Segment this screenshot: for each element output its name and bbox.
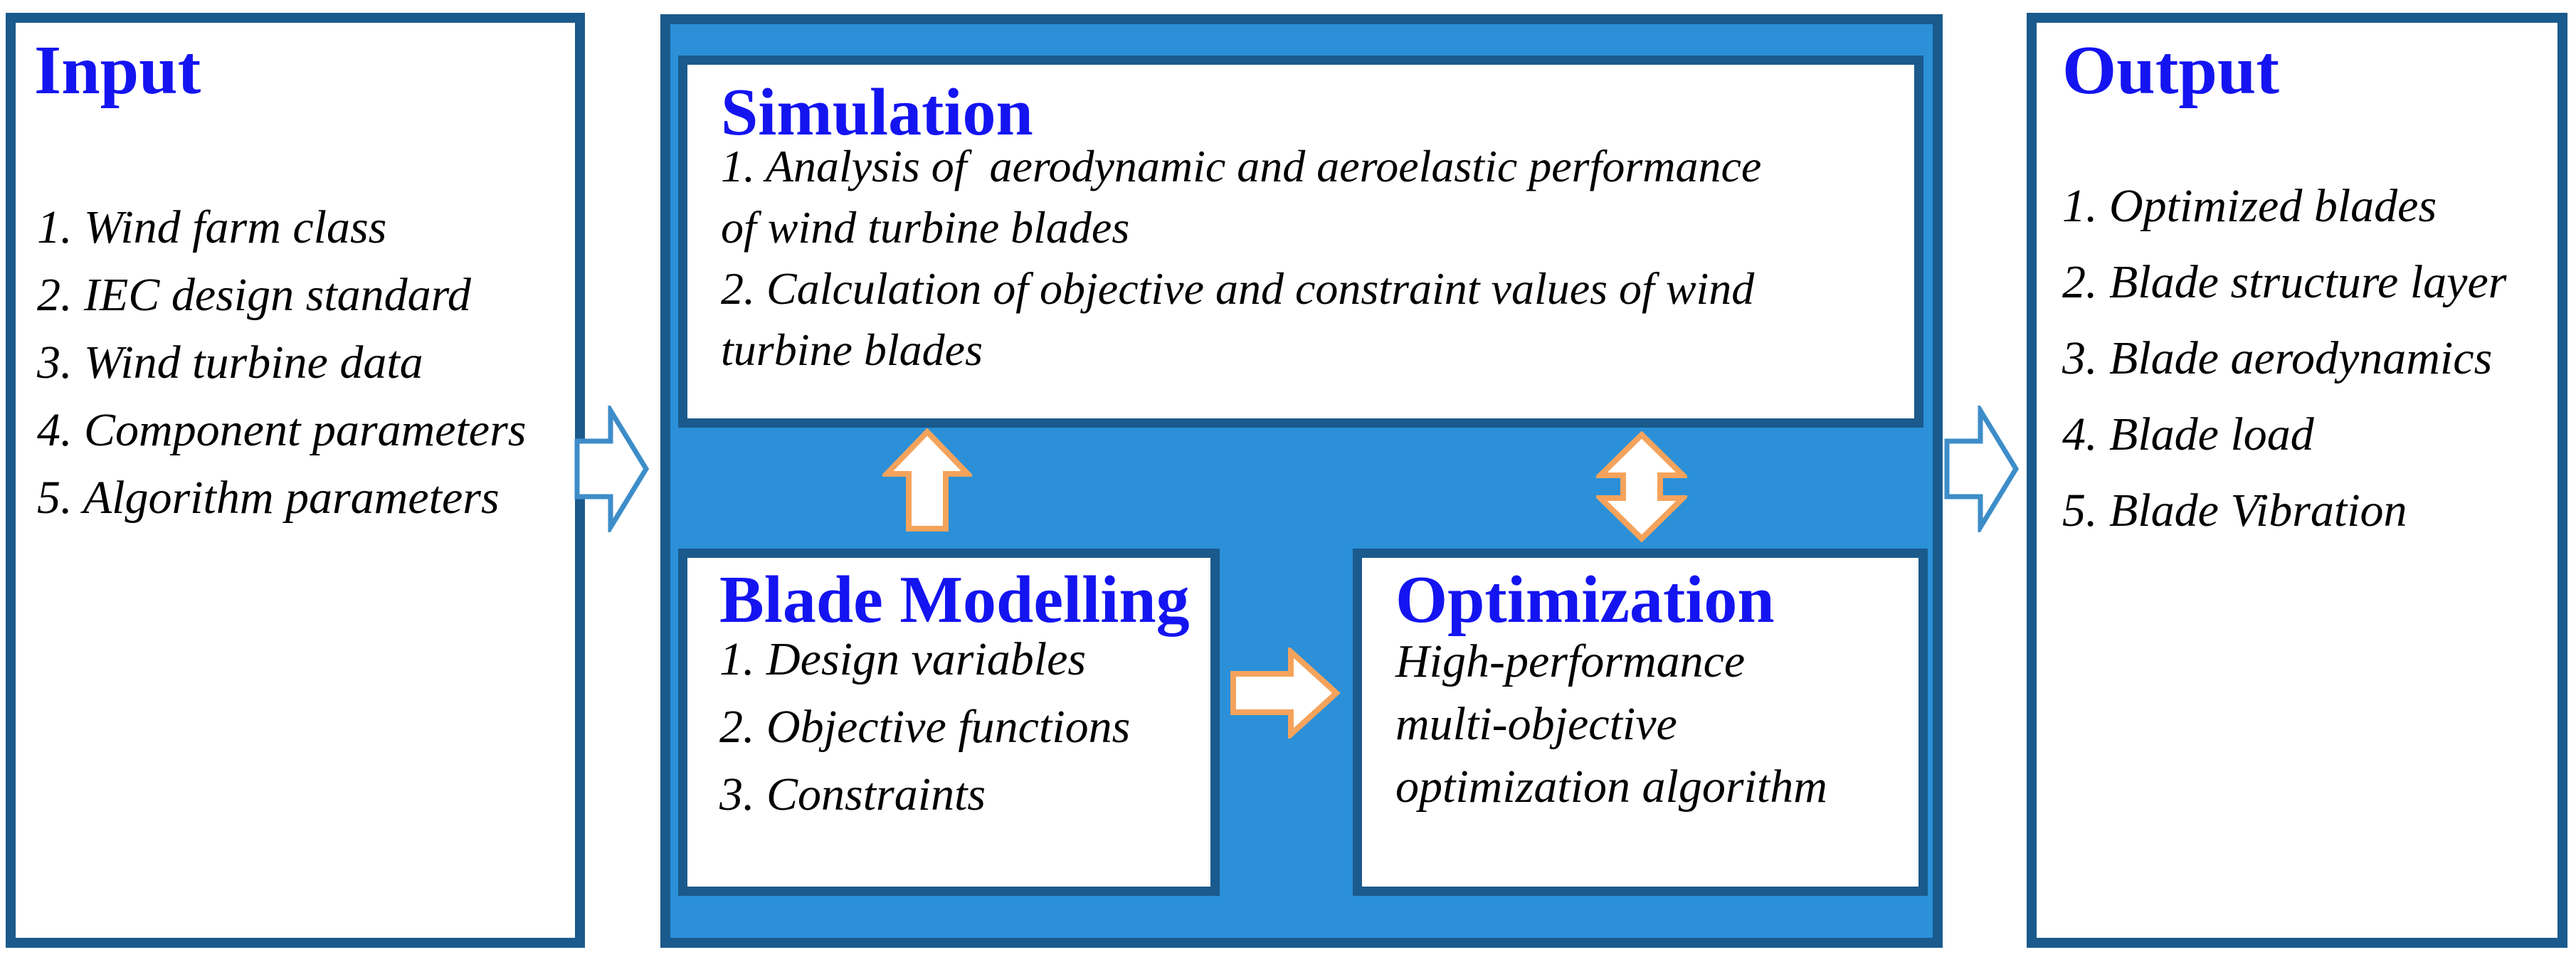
list-item: 1. Wind farm class [37,201,387,253]
flow-arrow-up-icon [882,428,972,532]
text-line: turbine blades [721,324,983,375]
simulation-text: 1. Analysis of aerodynamic and aeroelast… [721,136,1761,381]
process-container: Simulation 1. Analysis of aerodynamic an… [660,14,1943,948]
text-line: multi-objective [1395,698,1677,750]
list-item: 3. Wind turbine data [37,337,423,388]
list-item: 4. Blade load [2062,408,2314,460]
flow-arrow-process-to-output-icon [1943,406,2020,532]
text-line: optimization algorithm [1395,761,1827,813]
input-list: 1. Wind farm class 2. IEC design standar… [37,194,526,532]
flow-arrow-input-to-process-icon [574,406,650,532]
list-item: 5. Algorithm parameters [37,472,500,524]
output-box: Output 1. Optimized blades 2. Blade stru… [2027,13,2567,948]
simulation-title: Simulation [721,75,1033,149]
list-item: 3. Blade aerodynamics [2062,332,2493,384]
optimization-title: Optimization [1395,563,1775,637]
list-item: 5. Blade Vibration [2062,485,2407,536]
optimization-box: Optimization High-performance multi-obje… [1353,549,1928,896]
list-item: 2. Blade structure layer [2062,256,2507,308]
text-line: 1. Analysis of aerodynamic and aeroelast… [721,141,1762,191]
simulation-box: Simulation 1. Analysis of aerodynamic an… [678,56,1923,428]
list-item: 3. Constraints [719,768,986,820]
optimization-text: High-performance multi-objective optimiz… [1395,630,1827,818]
output-list: 1. Optimized blades 2. Blade structure l… [2062,168,2506,549]
blade-modelling-title: Blade Modelling [719,563,1190,637]
blade-modelling-box: Blade Modelling 1. Design variables 2. O… [678,549,1220,896]
blade-modelling-list: 1. Design variables 2. Objective functio… [719,625,1130,828]
input-title: Input [34,32,201,109]
text-line: of wind turbine blades [721,202,1130,253]
text-line: High-performance [1395,635,1746,687]
list-item: 4. Component parameters [37,404,527,456]
list-item: 2. IEC design standard [37,269,471,321]
list-item: 1. Optimized blades [2062,180,2437,232]
text-line: 2. Calculation of objective and constrai… [721,263,1755,314]
output-title: Output [2062,32,2280,109]
list-item: 1. Design variables [719,633,1087,685]
list-item: 2. Objective functions [719,701,1131,753]
flow-arrow-modelling-to-optimization-icon [1230,648,1341,739]
flow-arrow-double-vertical-icon [1596,431,1687,542]
input-box: Input 1. Wind farm class 2. IEC design s… [6,13,585,948]
